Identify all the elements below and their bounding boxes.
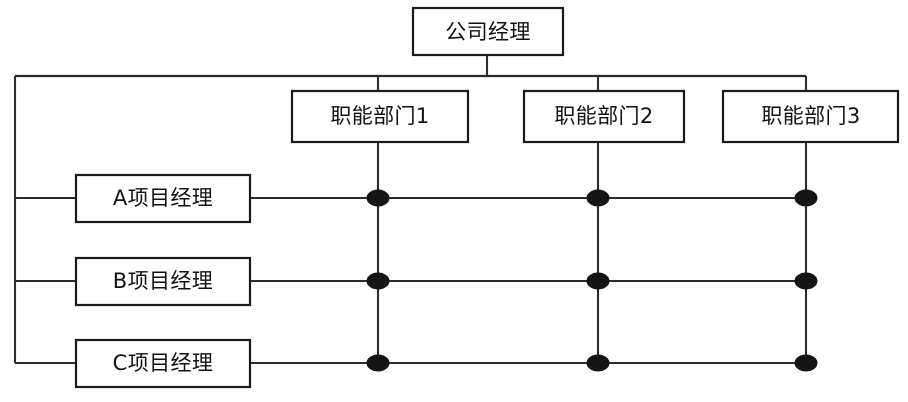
project-manager-a-node[interactable]: A项目经理 <box>74 173 252 224</box>
project-manager-b-node[interactable]: B项目经理 <box>74 256 252 307</box>
functional-department-1-box[interactable] <box>290 89 470 144</box>
intersection-node-a-2[interactable] <box>586 189 610 207</box>
project-manager-c-label: C项目经理 <box>113 351 214 375</box>
functional-department-3-label: 职能部门3 <box>761 104 860 128</box>
project-manager-b-label: B项目经理 <box>113 269 213 293</box>
functional-department-1-node[interactable]: 职能部门1 <box>290 89 470 144</box>
intersection-node-b-1[interactable] <box>366 272 390 290</box>
project-manager-c-node[interactable]: C项目经理 <box>74 338 252 389</box>
intersection-node-b-2[interactable] <box>586 272 610 290</box>
project-manager-a-label: A项目经理 <box>113 186 213 210</box>
functional-department-2-label: 职能部门2 <box>554 104 653 128</box>
company-manager-node[interactable]: 公司经理 <box>411 6 565 57</box>
intersection-node-c-2[interactable] <box>586 354 610 372</box>
functional-department-1-label: 职能部门1 <box>330 104 429 128</box>
company-manager-label: 公司经理 <box>445 20 531 44</box>
company-manager-box[interactable] <box>411 6 565 57</box>
functional-department-2-node[interactable]: 职能部门2 <box>522 89 686 144</box>
intersection-node-b-3[interactable] <box>794 272 818 290</box>
project-manager-c-box[interactable] <box>74 338 252 389</box>
functional-department-3-node[interactable]: 职能部门3 <box>721 89 900 144</box>
functional-department-3-box[interactable] <box>721 89 900 144</box>
project-manager-a-box[interactable] <box>74 173 252 224</box>
functional-department-2-box[interactable] <box>522 89 686 144</box>
intersection-node-c-1[interactable] <box>366 354 390 372</box>
intersection-nodes <box>366 189 818 372</box>
intersection-node-c-3[interactable] <box>794 354 818 372</box>
connector-lines <box>13 55 808 365</box>
intersection-node-a-3[interactable] <box>794 189 818 207</box>
project-manager-b-box[interactable] <box>74 256 252 307</box>
intersection-node-a-1[interactable] <box>366 189 390 207</box>
